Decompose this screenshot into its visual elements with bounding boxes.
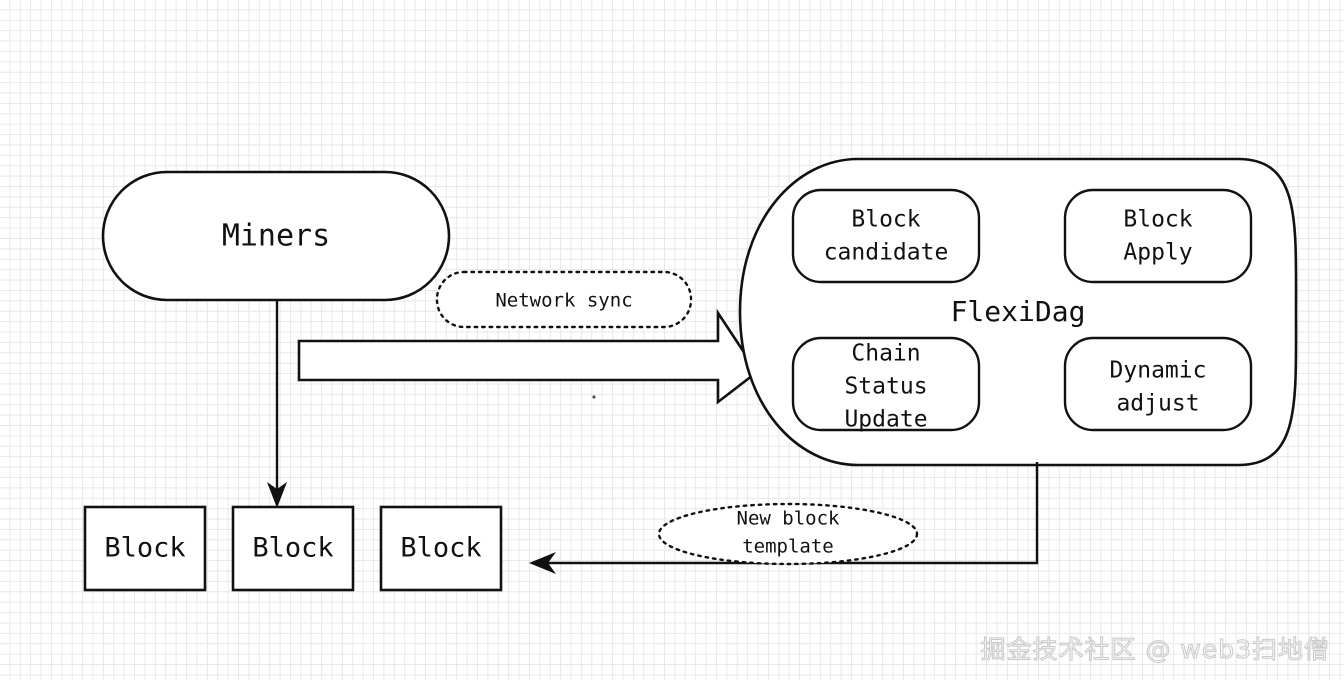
block-candidate-line2: candidate xyxy=(824,240,949,266)
network-sync-shape xyxy=(435,270,693,329)
block-candidate-shape xyxy=(791,188,981,284)
node-miners[interactable]: Miners xyxy=(101,170,451,302)
dynamic-adjust-line1: Dynamic xyxy=(1110,358,1207,384)
block-2-shape xyxy=(231,505,355,592)
node-block-1[interactable]: Block xyxy=(83,505,207,592)
edge-miners-to-flexidag xyxy=(297,308,759,405)
new-block-template-line1: New block xyxy=(737,508,841,530)
node-dynamic-adjust[interactable]: Dynamic adjust xyxy=(1063,336,1253,432)
node-block-apply[interactable]: Block Apply xyxy=(1063,188,1253,284)
flexidag-label: FlexiDag xyxy=(951,295,1086,328)
chain-status-update-line3: Update xyxy=(844,407,927,433)
flexidag-to-block3-line xyxy=(542,462,1039,565)
stray-dot xyxy=(592,395,596,399)
new-block-template-line2: template xyxy=(742,536,834,558)
node-chain-status-update[interactable]: Chain Status Update xyxy=(791,336,981,433)
node-block-3[interactable]: Block xyxy=(379,505,503,592)
dynamic-adjust-line2: adjust xyxy=(1116,391,1199,417)
chain-status-update-shape xyxy=(791,336,981,432)
dynamic-adjust-shape xyxy=(1063,336,1253,432)
network-sync-label: Network sync xyxy=(495,290,632,312)
block-apply-shape xyxy=(1063,188,1253,284)
miners-label: Miners xyxy=(222,219,330,254)
block-3-label: Block xyxy=(400,533,481,564)
watermark: 掘金技术社区 @ web3扫地僧 xyxy=(980,635,1330,665)
block-2-label: Block xyxy=(252,533,333,564)
block-1-label: Block xyxy=(104,533,185,564)
miners-to-block2-arrowhead xyxy=(267,482,287,508)
node-block-candidate[interactable]: Block candidate xyxy=(791,188,981,284)
flexidag-to-block3-arrowhead xyxy=(529,552,556,574)
node-flexidag[interactable]: Block candidate Block Apply FlexiDag Cha… xyxy=(738,157,1298,467)
chain-status-update-line1: Chain xyxy=(851,341,920,367)
chain-status-update-line2: Status xyxy=(844,374,927,400)
label-new-block-template: New block template xyxy=(657,502,919,566)
block-arrow-shape xyxy=(297,308,759,405)
block-candidate-line1: Block xyxy=(851,207,920,233)
label-network-sync: Network sync xyxy=(435,270,693,329)
block-3-shape xyxy=(379,505,503,592)
block-apply-line1: Block xyxy=(1123,207,1192,233)
block-apply-line2: Apply xyxy=(1123,240,1192,266)
new-block-template-shape xyxy=(657,502,919,566)
block-1-shape xyxy=(83,505,207,592)
node-block-2[interactable]: Block xyxy=(231,505,355,592)
edge-miners-to-block2 xyxy=(267,300,287,508)
edge-flexidag-to-block3 xyxy=(529,462,1039,574)
